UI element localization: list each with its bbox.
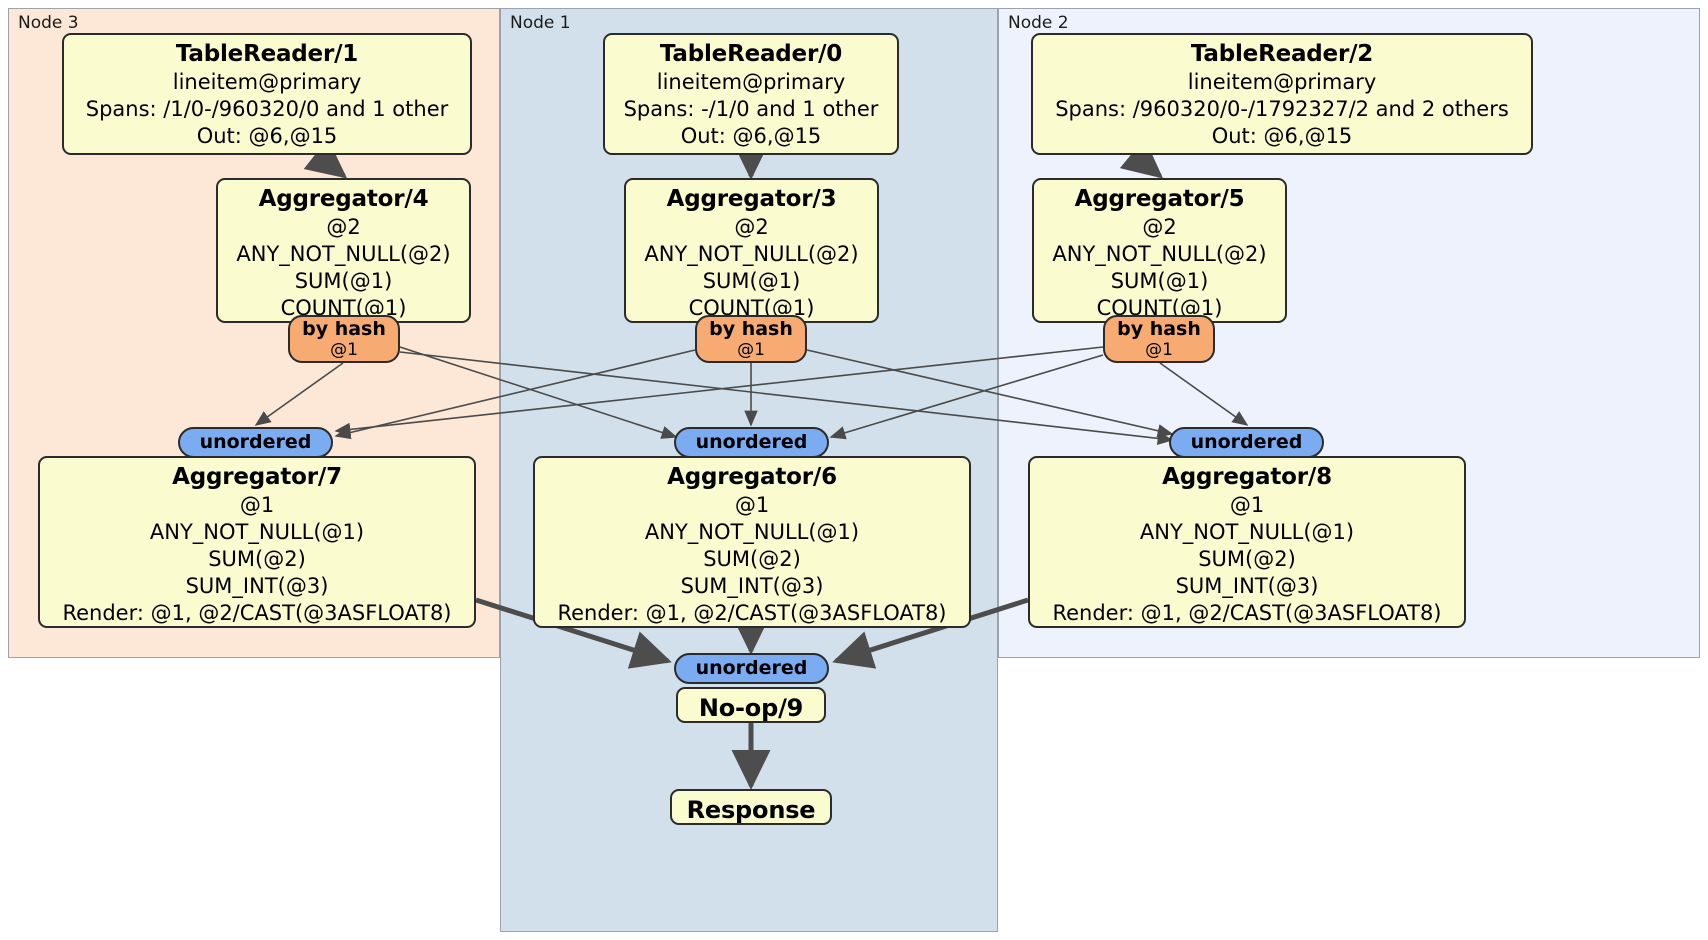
node-label-node2: Node 2 — [1008, 13, 1069, 33]
processor-title: No-op/9 — [698, 694, 804, 722]
processor-title: Response — [686, 796, 816, 824]
processor-title: TableReader/0 — [659, 41, 843, 67]
pill-label: by hash — [709, 318, 793, 341]
pill-sublabel: @1 — [1145, 340, 1173, 361]
processor-detail-line: Render: @1, @2/CAST(@3ASFLOAT8) — [557, 600, 947, 625]
processor-detail-line: ANY_NOT_NULL(@1) — [1139, 520, 1355, 545]
processor-title: Aggregator/3 — [666, 186, 837, 212]
processor-detail-line: ANY_NOT_NULL(@2) — [644, 242, 859, 267]
processor-detail-line: Out: @6,@15 — [196, 124, 338, 149]
node-label-node3: Node 3 — [18, 13, 79, 33]
processor-detail-line: Spans: /960320/0-/1792327/2 and 2 others — [1055, 97, 1509, 122]
processor-box-response[interactable]: Response — [670, 789, 832, 825]
processor-detail-line: ANY_NOT_NULL(@1) — [644, 520, 860, 545]
stream-pill-unord8[interactable]: unordered — [1169, 427, 1324, 458]
pill-label: by hash — [302, 318, 386, 341]
processor-detail-line: ANY_NOT_NULL(@2) — [236, 242, 451, 267]
pill-sublabel: @1 — [737, 340, 765, 361]
processor-detail-line: Spans: /1/0-/960320/0 and 1 other — [85, 97, 449, 122]
stream-pill-unord7[interactable]: unordered — [178, 427, 333, 458]
processor-detail-line: Render: @1, @2/CAST(@3ASFLOAT8) — [1052, 600, 1442, 625]
processor-detail-line: Out: @6,@15 — [1211, 124, 1353, 149]
pill-label: unordered — [199, 430, 312, 453]
pill-sublabel: @1 — [330, 340, 358, 361]
stream-pill-unord9[interactable]: unordered — [674, 653, 829, 684]
processor-detail-line: ANY_NOT_NULL(@1) — [149, 520, 365, 545]
processor-title: Aggregator/7 — [172, 464, 342, 490]
processor-detail-line: @1 — [239, 493, 275, 518]
stream-pill-hash3[interactable]: by hash@1 — [695, 315, 807, 363]
processor-detail-line: SUM(@1) — [1110, 269, 1209, 294]
processor-detail-line: lineitem@primary — [172, 70, 362, 95]
processor-detail-line: lineitem@primary — [1187, 70, 1377, 95]
processor-detail-line: @2 — [326, 215, 361, 240]
processor-detail-line: Spans: -/1/0 and 1 other — [623, 97, 879, 122]
pill-label: unordered — [695, 430, 808, 453]
processor-box-noop9[interactable]: No-op/9 — [676, 687, 826, 723]
processor-detail-line: SUM_INT(@3) — [185, 574, 329, 599]
processor-detail-line: SUM_INT(@3) — [1175, 574, 1319, 599]
processor-detail-line: SUM(@1) — [702, 269, 801, 294]
processor-title: Aggregator/8 — [1162, 464, 1332, 490]
processor-detail-line: @2 — [1142, 215, 1177, 240]
pill-label: unordered — [695, 656, 808, 679]
processor-detail-line: SUM(@2) — [208, 547, 306, 572]
stream-pill-hash5[interactable]: by hash@1 — [1103, 315, 1215, 363]
processor-title: Aggregator/4 — [258, 186, 429, 212]
pill-label: by hash — [1117, 318, 1201, 341]
processor-detail-line: Render: @1, @2/CAST(@3ASFLOAT8) — [62, 600, 452, 625]
processor-detail-line: @1 — [1229, 493, 1265, 518]
processor-detail-line: SUM_INT(@3) — [680, 574, 824, 599]
processor-detail-line: SUM(@2) — [703, 547, 801, 572]
stream-pill-unord6[interactable]: unordered — [674, 427, 829, 458]
processor-detail-line: @2 — [734, 215, 769, 240]
processor-title: Aggregator/6 — [667, 464, 837, 490]
stream-pill-hash4[interactable]: by hash@1 — [288, 315, 400, 363]
processor-detail-line: ANY_NOT_NULL(@2) — [1052, 242, 1267, 267]
node-label-node1: Node 1 — [510, 13, 571, 33]
processor-detail-line: SUM(@1) — [294, 269, 393, 294]
pill-label: unordered — [1190, 430, 1303, 453]
processor-detail-line: SUM(@2) — [1198, 547, 1296, 572]
processor-detail-line: lineitem@primary — [656, 70, 846, 95]
processor-detail-line: Out: @6,@15 — [680, 124, 822, 149]
processor-title: TableReader/2 — [1190, 41, 1374, 67]
processor-title: Aggregator/5 — [1074, 186, 1245, 212]
processor-title: TableReader/1 — [175, 41, 359, 67]
processor-detail-line: @1 — [734, 493, 770, 518]
